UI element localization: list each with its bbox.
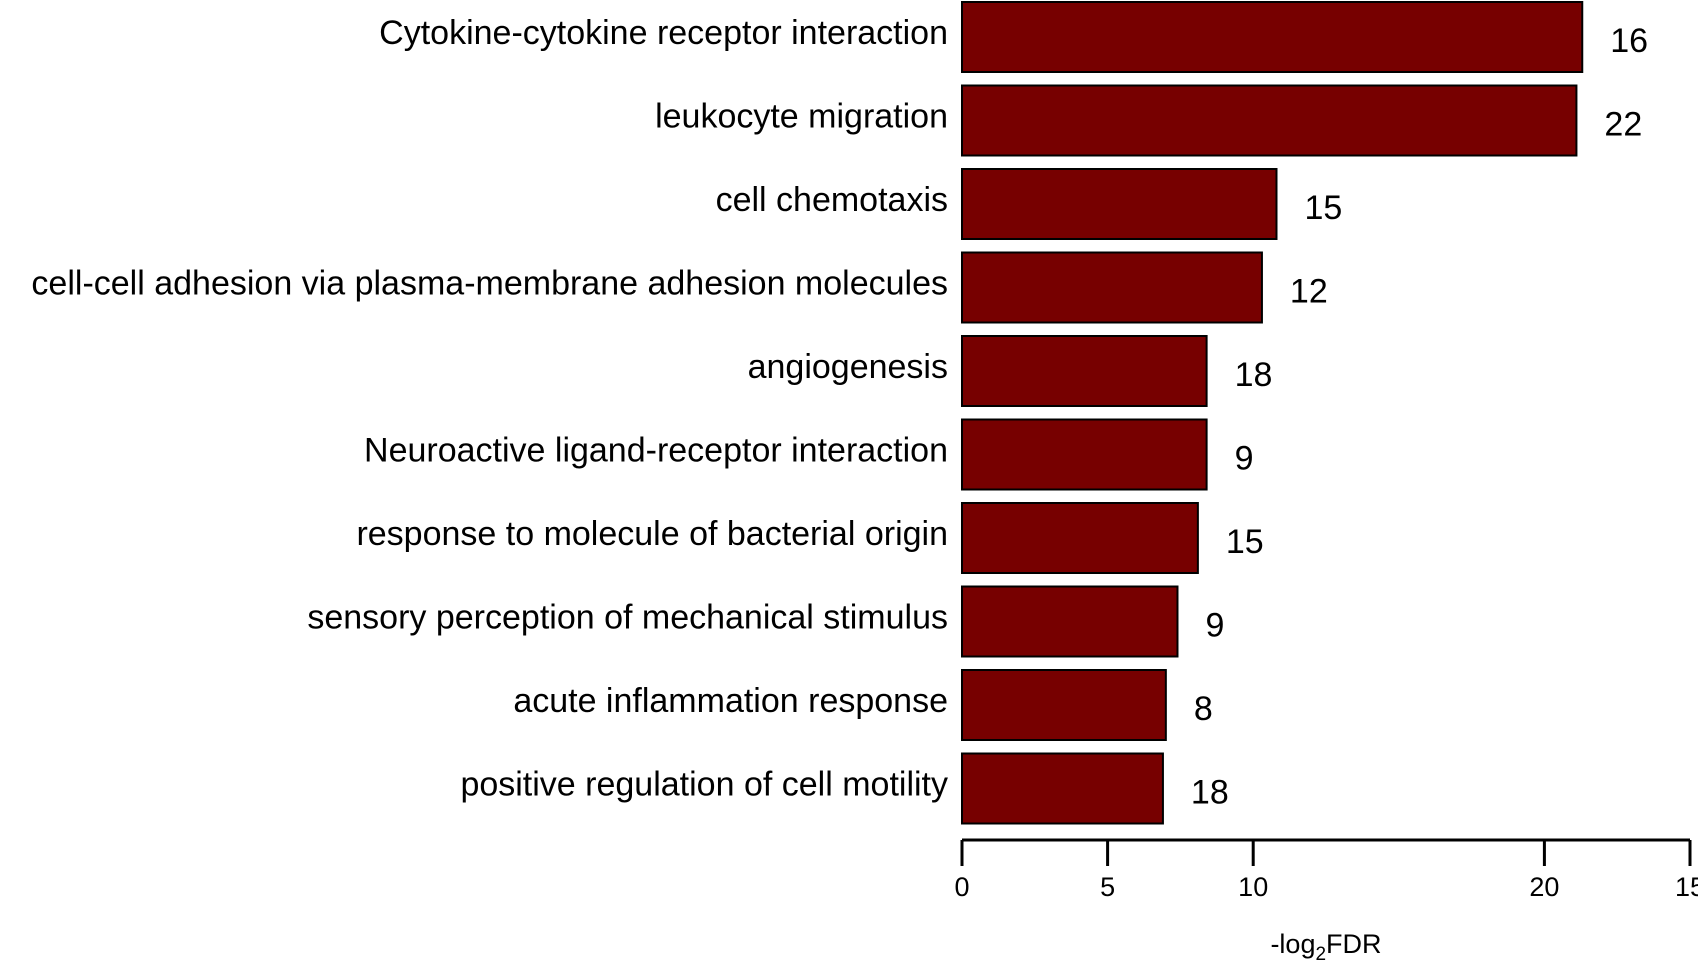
bar: [961, 251, 1263, 324]
bar-data-label: 15: [1304, 189, 1342, 227]
x-ticks-group: 0 5 10 20 15: [954, 840, 1698, 902]
x-tick-label: 0: [954, 872, 969, 902]
x-axis-title-prefix: -log: [1270, 929, 1315, 959]
bar-data-label: 8: [1194, 690, 1213, 728]
bar: [961, 752, 1164, 825]
bars-group: [961, 1, 1584, 825]
bar: [961, 669, 1167, 741]
bar: [961, 585, 1179, 658]
bar-data-label: 15: [1226, 523, 1264, 561]
x-tick-label: 15: [1675, 872, 1698, 902]
bar-data-label: 9: [1205, 607, 1224, 645]
bar-data-label: 18: [1191, 774, 1229, 812]
bar-data-label: 9: [1235, 440, 1254, 478]
category-label: cell-cell adhesion via plasma-membrane a…: [31, 265, 948, 303]
category-label: leukocyte migration: [655, 98, 948, 136]
value-labels-group: 16 22 15 12 18 9 15 9 8 18: [1191, 22, 1648, 812]
bar: [961, 502, 1199, 574]
bar-data-label: 16: [1610, 22, 1648, 60]
bar: [961, 335, 1208, 407]
bar-data-label: 22: [1604, 106, 1642, 144]
category-label: angiogenesis: [748, 348, 948, 386]
x-axis-title: -log2FDR: [1270, 929, 1381, 960]
bar: [961, 168, 1278, 240]
category-label: Neuroactive ligand-receptor interaction: [364, 432, 948, 470]
x-axis-title-subscript: 2: [1315, 944, 1326, 960]
category-label: sensory perception of mechanical stimulu…: [307, 599, 948, 637]
x-tick-label: 20: [1529, 872, 1559, 902]
category-label: Cytokine-cytokine receptor interaction: [379, 14, 948, 52]
category-label: cell chemotaxis: [716, 181, 948, 219]
x-tick-label: 10: [1238, 872, 1268, 902]
bar: [961, 1, 1584, 73]
bar: [961, 84, 1578, 157]
category-label: positive regulation of cell motility: [460, 766, 948, 804]
bar: [961, 418, 1208, 491]
x-axis: 0 5 10 20 15: [954, 838, 1698, 902]
category-label: response to molecule of bacterial origin: [356, 515, 948, 553]
category-labels-group: Cytokine-cytokine receptor interaction le…: [31, 14, 948, 804]
bar-data-label: 12: [1290, 273, 1328, 311]
x-axis-title-suffix: FDR: [1326, 929, 1382, 959]
bar-data-label: 18: [1235, 356, 1273, 394]
x-tick-label: 5: [1100, 872, 1115, 902]
category-label: acute inflammation response: [513, 682, 948, 720]
